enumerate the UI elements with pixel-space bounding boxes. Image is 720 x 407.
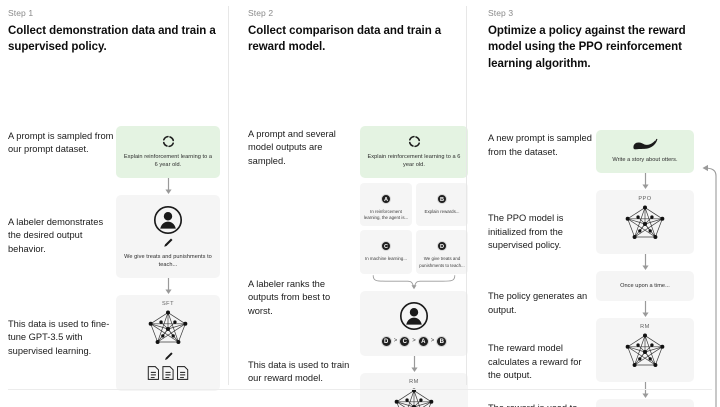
prompt-card-3-text: Write a story about otters. <box>612 156 678 163</box>
note-1-2: A labeler demonstrates the desired outpu… <box>8 216 104 255</box>
output-cell-b: B Explain rewards... <box>416 182 468 227</box>
neural-network-icon <box>602 332 688 372</box>
sft-card: SFT <box>116 295 220 392</box>
step-title-1: Collect demonstration data and train a s… <box>8 25 216 54</box>
documents-icon <box>122 365 214 381</box>
note-3-3: The policy generates an output. <box>488 290 588 315</box>
pencil-icon <box>122 237 214 249</box>
output-cell-a: A In reinforcement learning, the agent i… <box>360 182 412 227</box>
step-2-flow: Explain reinforcement learning to a 6 ye… <box>360 66 468 407</box>
rank-badge-4: B <box>436 335 448 347</box>
sft-card-title: SFT <box>161 301 175 308</box>
note-1-3: This data is used to fine-tune GPT-3.5 w… <box>8 318 110 357</box>
otter-icon <box>602 138 688 152</box>
rank-badge-1: D <box>380 335 392 347</box>
arrow-1-1 <box>116 177 220 195</box>
output-badge-a: A <box>381 193 391 204</box>
output-text-b: Explain rewards... <box>424 208 460 214</box>
step-label-2: Step 2 <box>248 8 274 18</box>
arrow-3-1 <box>596 173 694 190</box>
neural-network-icon <box>122 309 214 349</box>
prompt-card-1: Explain reinforcement learning to a 6 ye… <box>116 125 220 178</box>
person-icon <box>366 301 462 331</box>
rank-badge-3: A <box>417 335 429 347</box>
column-divider-2 <box>466 6 467 385</box>
labeler-card-1-text: We give treats and punishments to teach.… <box>124 253 212 268</box>
note-2-3: This data is used to train our reward mo… <box>248 359 350 384</box>
rank-sep-3: > <box>430 338 435 345</box>
prompt-card-3: Write a story about otters. <box>596 129 694 174</box>
pencil-icon <box>122 351 214 362</box>
person-icon <box>122 205 214 235</box>
output-text-d: We give treats and punishments to teach.… <box>419 256 465 268</box>
neural-network-icon <box>602 204 688 244</box>
step-title-3: Optimize a policy against the reward mod… <box>488 25 686 70</box>
column-step-3: Step 3 Optimize a policy against the rew… <box>480 0 720 407</box>
rm-card-title: RM <box>409 378 419 385</box>
arrow-3-2 <box>596 254 694 271</box>
ppo-card-title: PPO <box>638 196 652 203</box>
arrow-3-3 <box>596 301 694 318</box>
note-3-1: A new prompt is sampled from the dataset… <box>488 132 592 157</box>
step-2-body: A prompt and several model outputs are s… <box>248 66 468 407</box>
generated-output-text: Once upon a time... <box>620 283 670 290</box>
note-3-2: The PPO model is initialized from the su… <box>488 212 564 251</box>
output-text-c: In machine learning... <box>365 256 407 262</box>
note-2-1: A prompt and several model outputs are s… <box>248 128 336 167</box>
step-label-1: Step 1 <box>8 8 34 18</box>
converge-brace-icon <box>360 274 468 290</box>
column-divider-1 <box>228 6 229 385</box>
rank-sep-1: > <box>393 338 398 345</box>
rm-card-step3: RM <box>596 318 694 383</box>
note-2-2: A labeler ranks the outputs from best to… <box>248 278 331 317</box>
ranking-row: D > C > A > B <box>366 335 462 347</box>
step-1-body: A prompt is sampled from our prompt data… <box>8 66 228 396</box>
step-3-flow: Write a story about otters. PPO <box>596 82 694 407</box>
prompt-card-2-text: Explain reinforcement learning to a 6 ye… <box>367 153 461 168</box>
ppo-card: PPO <box>596 190 694 255</box>
rank-badge-2: C <box>399 335 411 347</box>
output-badge-c: C <box>381 241 391 252</box>
note-3-5: The reward is used to update the policy … <box>488 402 592 407</box>
labeler-card-1: We give treats and punishments to teach.… <box>116 194 220 279</box>
rank-sep-2: > <box>412 338 416 345</box>
arrow-1-2 <box>116 278 220 295</box>
note-3-4: The reward model calculates a reward for… <box>488 342 582 381</box>
rm-card-step3-title: RM <box>640 324 650 331</box>
arrow-3-4 <box>596 382 694 399</box>
reward-value-card: rk <box>596 399 694 407</box>
arrow-2-1 <box>360 355 468 373</box>
output-badge-b: B <box>437 193 447 204</box>
prompt-card-1-text: Explain reinforcement learning to a 6 ye… <box>123 153 213 168</box>
step-label-3: Step 3 <box>488 8 514 18</box>
output-cell-d: D We give treats and punishments to teac… <box>416 230 468 274</box>
output-text-a: In reinforcement learning, the agent is.… <box>363 208 409 221</box>
column-step-1: Step 1 Collect demonstration data and tr… <box>0 0 240 407</box>
column-step-2: Step 2 Collect comparison data and train… <box>240 0 480 407</box>
generated-output-card: Once upon a time... <box>596 271 694 302</box>
step-title-2: Collect comparison data and train a rewa… <box>248 25 442 54</box>
step-3-body: A new prompt is sampled from the dataset… <box>488 82 717 407</box>
refresh-icon <box>366 134 462 149</box>
step-1-flow: Explain reinforcement learning to a 6 ye… <box>116 66 220 392</box>
bottom-divider <box>8 389 712 390</box>
note-1-1: A prompt is sampled from our prompt data… <box>8 130 114 155</box>
refresh-icon <box>122 134 214 149</box>
prompt-card-2: Explain reinforcement learning to a 6 ye… <box>360 125 468 178</box>
ranking-card: D > C > A > B <box>360 290 468 356</box>
output-cell-c: C In machine learning... <box>360 230 412 274</box>
output-badge-d: D <box>437 241 447 252</box>
sampled-outputs-grid: A In reinforcement learning, the agent i… <box>360 182 468 274</box>
